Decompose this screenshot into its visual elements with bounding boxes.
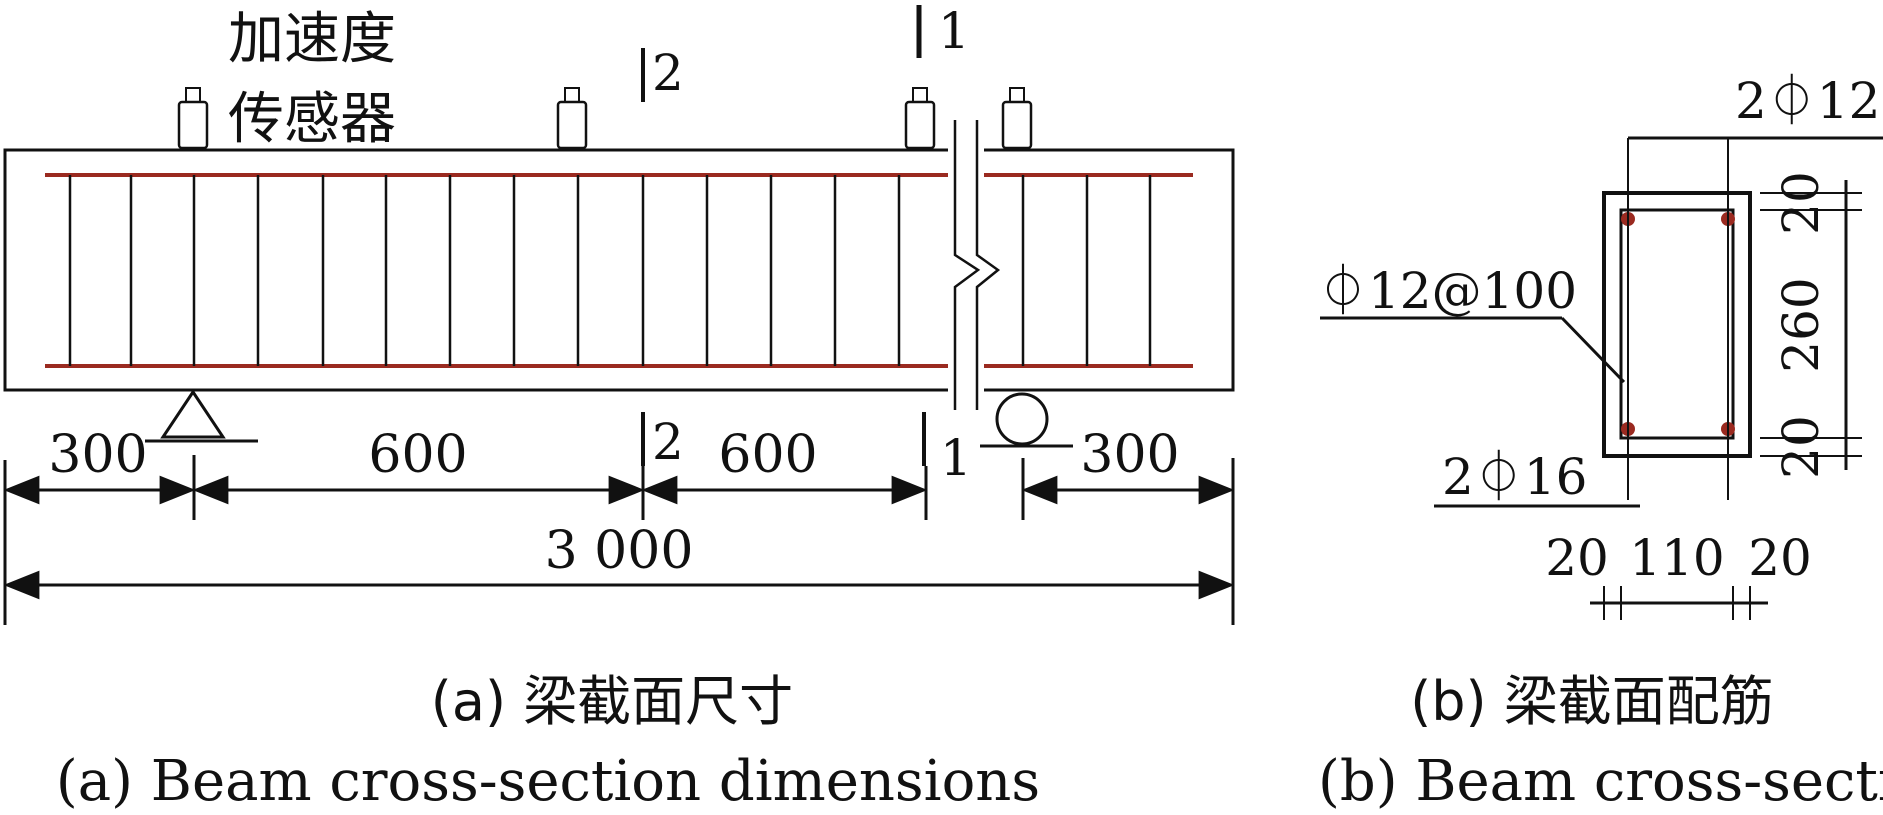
stirrups xyxy=(68,175,1152,366)
accelerometer-icon xyxy=(1001,87,1033,150)
section-outline xyxy=(1602,191,1752,458)
section-1-bottom-label: 1 xyxy=(940,429,972,487)
dim-label-1: 300 xyxy=(48,425,147,485)
beam-elevation: 1 2 2 1 加速度 传感器 xyxy=(3,2,1235,487)
accelerometer-sensors xyxy=(177,87,1033,150)
bottom-dim-1: 20 xyxy=(1545,529,1609,587)
pin-support xyxy=(145,389,258,443)
accelerometer-icon xyxy=(904,87,936,150)
sensor-label-line1: 加速度 xyxy=(228,7,396,72)
stirrup-label: ⏀12@100 xyxy=(1318,262,1577,320)
cross-section: 2⏀12 ⏀12@100 2⏀16 20 260 20 20 110 20 xyxy=(1318,72,1883,620)
bottom-rebar-label: 2⏀16 xyxy=(1442,448,1587,506)
break-symbol xyxy=(948,120,1001,410)
caption-a-cn: (a) 梁截面尺寸 xyxy=(431,670,793,733)
right-dim-1: 20 xyxy=(1772,171,1830,235)
roller-support xyxy=(980,392,1073,448)
span-dimensions: 300 600 600 300 3 000 xyxy=(3,425,1235,625)
section-2-top-label: 2 xyxy=(652,44,684,102)
section-1-top-label: 1 xyxy=(938,2,970,60)
beam-outline xyxy=(3,148,1235,392)
section-2-bottom-label: 2 xyxy=(652,413,684,471)
right-dim-2: 260 xyxy=(1772,277,1830,372)
top-rebar-label: 2⏀12 xyxy=(1735,72,1880,130)
bottom-dim-2: 110 xyxy=(1629,529,1724,587)
caption-b-en: (b) Beam cross-secti xyxy=(1318,749,1883,814)
bottom-dim-3: 20 xyxy=(1748,529,1812,587)
caption-a-en: (a) Beam cross-section dimensions xyxy=(56,749,1040,814)
dim-label-4: 300 xyxy=(1080,425,1179,485)
accelerometer-icon xyxy=(177,87,209,150)
accelerometer-icon xyxy=(556,87,588,150)
caption-b-cn: (b) 梁截面配筋 xyxy=(1410,670,1774,733)
sensor-label-line2: 传感器 xyxy=(228,87,396,152)
dim-label-total: 3 000 xyxy=(545,521,694,581)
right-dim-3: 20 xyxy=(1772,415,1830,479)
stirrup xyxy=(1619,208,1735,440)
dim-label-2: 600 xyxy=(368,425,467,485)
dim-label-3: 600 xyxy=(718,425,817,485)
